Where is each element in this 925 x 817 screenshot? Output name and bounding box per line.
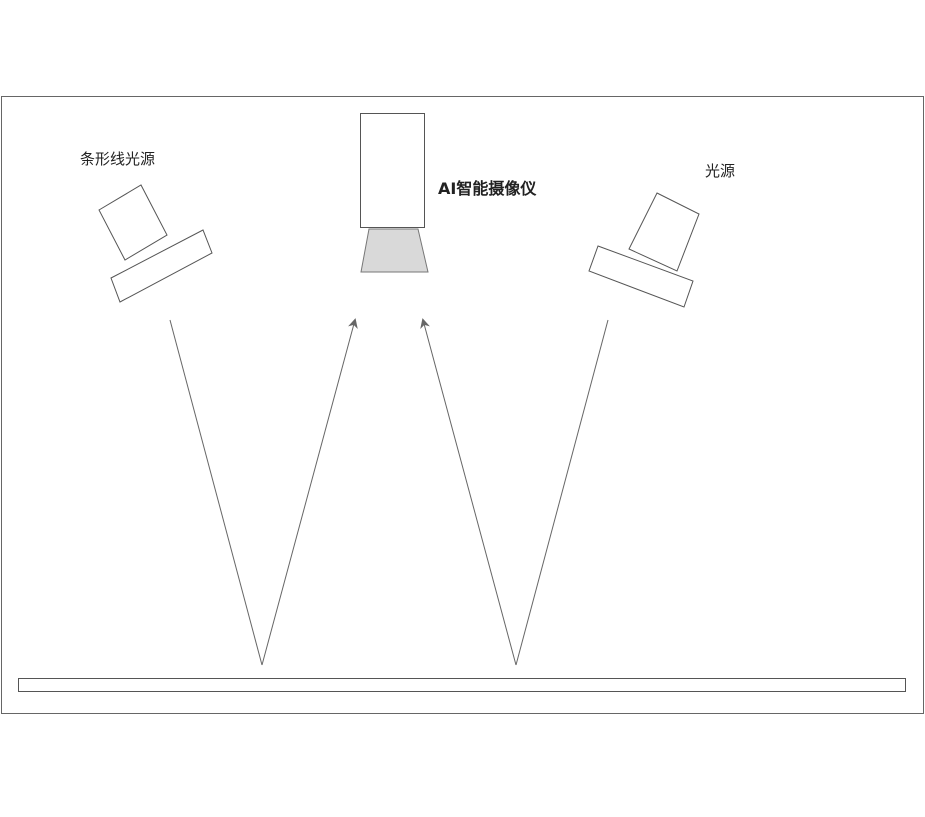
right-light-body: [628, 192, 700, 272]
ray-left-incident: [169, 319, 263, 666]
camera-lens: [360, 228, 429, 273]
left-light-body: [98, 184, 168, 261]
ray-right-incident: [515, 319, 609, 666]
right-light: [588, 192, 700, 308]
ai-camera: [360, 113, 429, 273]
inspected-surface: [18, 678, 906, 692]
left-strip-light: [98, 184, 213, 303]
right-light-label: 光源: [705, 162, 735, 180]
diagram-frame: [1, 96, 924, 714]
camera-body: [360, 113, 425, 228]
left-light-base: [110, 229, 213, 303]
left-light-label: 条形线光源: [80, 150, 155, 168]
ray-right-reflected: [420, 318, 517, 666]
right-light-base: [588, 245, 694, 308]
ray-left-reflected: [261, 318, 358, 666]
camera-label: AI智能摄像仪: [438, 179, 537, 198]
